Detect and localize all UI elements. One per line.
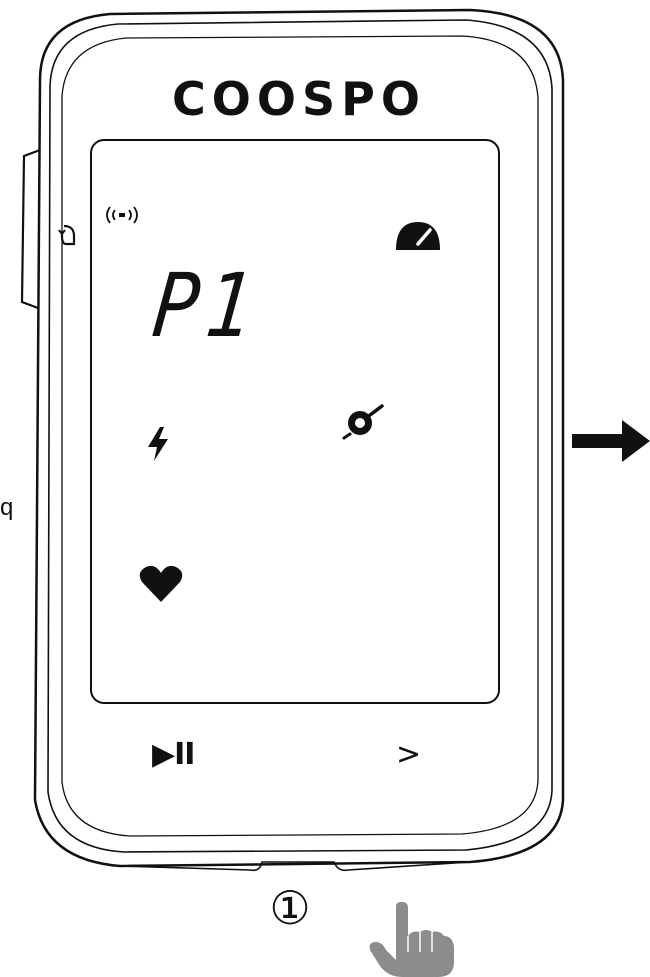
cadence-sensor-icon — [342, 404, 384, 440]
play-pause-button[interactable]: ▶II — [152, 737, 195, 772]
sensor-signal-icon — [106, 206, 138, 224]
step-marker: ① — [269, 881, 311, 935]
power-icon[interactable] — [58, 222, 80, 248]
heart-icon — [139, 565, 183, 602]
side-text: q — [0, 494, 14, 521]
speedometer-icon — [396, 222, 440, 250]
hand-pointer-icon — [369, 902, 454, 977]
lightning-bolt-icon — [148, 427, 168, 461]
display-value: P1 — [148, 254, 269, 357]
next-button[interactable]: > — [396, 737, 422, 772]
right-arrow-icon — [572, 420, 650, 462]
brand-logo: COOSPO — [172, 72, 426, 126]
